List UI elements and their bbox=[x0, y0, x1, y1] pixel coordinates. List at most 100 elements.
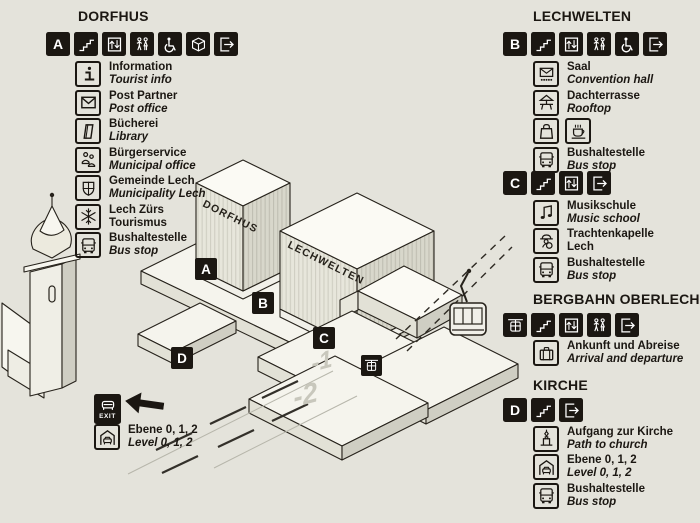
garage-icon bbox=[533, 454, 559, 480]
item-label-en: Post office bbox=[109, 102, 168, 115]
list-item-post: Post Partner Post office bbox=[75, 89, 178, 116]
note-label-de: Ebene 0, 1, 2 bbox=[128, 424, 198, 436]
map-marker-c: C bbox=[313, 327, 335, 349]
exit-icon bbox=[559, 398, 583, 422]
list-item-bus-stop: Bushaltestelle Bus stop bbox=[75, 232, 187, 258]
item-label-de: Bushaltestelle bbox=[567, 482, 645, 495]
church-illustration bbox=[1, 192, 81, 399]
list-item-band: Trachtenkapelle Lech bbox=[533, 228, 654, 254]
item-label-de: Lech Zürs bbox=[109, 203, 164, 216]
map-marker-d: D bbox=[171, 347, 193, 369]
section-title-kirche: KIRCHE bbox=[533, 377, 588, 393]
coffee-icon bbox=[565, 118, 591, 144]
stairs-icon bbox=[531, 313, 555, 337]
item-label-de: Saal bbox=[567, 61, 591, 73]
shopping-bag-icon bbox=[533, 118, 559, 144]
elevator-icon bbox=[559, 313, 583, 337]
elevator-icon bbox=[102, 32, 126, 56]
garage-exit-sign: EXIT bbox=[94, 394, 121, 424]
legend-right-column: LECHWELTEN B Saal Convention hall Dachte… bbox=[503, 0, 700, 523]
lechwelten-icon-row: B bbox=[503, 32, 667, 56]
item-label-en: Bus stop bbox=[109, 245, 159, 257]
item-label-de: Bushaltestelle bbox=[567, 146, 645, 159]
list-item-hall: Saal Convention hall bbox=[533, 61, 653, 87]
list-item-municipality: Gemeinde Lech Municipality Lech bbox=[75, 175, 206, 201]
gondola-icon bbox=[503, 313, 527, 337]
item-label-en: Level 0, 1, 2 bbox=[567, 467, 632, 479]
list-item-bus-stop: Bushaltestelle Bus stop bbox=[533, 256, 645, 283]
map-level-note: Ebene 0, 1, 2 Level 0, 1, 2 bbox=[94, 424, 198, 450]
marker-a-icon: A bbox=[46, 32, 70, 56]
item-label-de: Bücherei bbox=[109, 118, 159, 130]
package-icon bbox=[186, 32, 210, 56]
exit-arrow-icon bbox=[125, 392, 165, 414]
list-item-shops-cafe bbox=[533, 118, 591, 144]
item-label-de: Aufgang zur Kirche bbox=[567, 425, 674, 438]
list-item-tourism: Lech Zürs Tourismus bbox=[75, 203, 167, 230]
wc-icon bbox=[587, 32, 611, 56]
bus-icon bbox=[533, 146, 559, 173]
stairs-icon bbox=[531, 171, 555, 195]
bergbahn-icon-row bbox=[503, 313, 639, 337]
kirche-icon-row: D bbox=[503, 398, 583, 422]
car-icon bbox=[101, 400, 114, 410]
section-title-lechwelten: LECHWELTEN bbox=[533, 8, 632, 24]
item-label-de: Dachterrasse bbox=[567, 89, 640, 102]
item-label-en: Rooftop bbox=[567, 102, 612, 115]
gondola-illustration bbox=[395, 235, 513, 352]
level-label-minus-2: -2 bbox=[291, 375, 320, 414]
accessible-icon bbox=[615, 32, 639, 56]
stairs-icon bbox=[531, 398, 555, 422]
list-item-library: Bücherei Library bbox=[75, 118, 158, 144]
church-icon bbox=[533, 425, 559, 452]
citizens-icon bbox=[75, 146, 101, 173]
wc-icon bbox=[587, 313, 611, 337]
dorfhus-icon-row: A bbox=[46, 32, 238, 56]
marker-c-icon: C bbox=[503, 171, 527, 195]
convention-hall-icon bbox=[533, 61, 559, 87]
map-marker-a: A bbox=[195, 258, 217, 280]
list-item-citizens-office: Bürgerservice Municipal office bbox=[75, 146, 196, 173]
elevator-icon bbox=[559, 171, 583, 195]
exit-icon bbox=[587, 171, 611, 195]
list-item-church-path: Aufgang zur Kirche Path to church bbox=[533, 425, 674, 452]
exit-label: EXIT bbox=[99, 412, 116, 420]
exit-icon bbox=[214, 32, 238, 56]
item-label-de: Musikschule bbox=[567, 199, 637, 212]
snowflake-icon bbox=[75, 203, 101, 230]
item-label-de: Bushaltestelle bbox=[109, 232, 187, 244]
item-label-en: Bus stop bbox=[567, 495, 617, 508]
list-item-bus-stop: Bushaltestelle Bus stop bbox=[533, 146, 645, 173]
bus-icon bbox=[75, 232, 101, 258]
crest-icon bbox=[75, 175, 101, 201]
list-item-music-school: Musikschule Music school bbox=[533, 199, 640, 226]
section-title-bergbahn: BERGBAHN OBERLECH bbox=[533, 291, 700, 307]
item-label-en: Municipal office bbox=[109, 159, 196, 172]
info-icon bbox=[75, 61, 101, 87]
item-label-de: Ankunft und Abreise bbox=[567, 340, 680, 352]
mail-icon bbox=[75, 89, 101, 116]
exit-icon bbox=[615, 313, 639, 337]
road-markings bbox=[127, 370, 358, 475]
stairs-icon bbox=[74, 32, 98, 56]
note-label-en: Level 0, 1, 2 bbox=[128, 437, 193, 449]
stairs-icon bbox=[531, 32, 555, 56]
item-label-de2: Tourismus bbox=[109, 216, 167, 229]
wc-icon bbox=[130, 32, 154, 56]
item-label-de: Information bbox=[109, 61, 173, 73]
level-label-minus-1: -1 bbox=[309, 345, 334, 378]
item-label-en: Arrival and departure bbox=[567, 353, 684, 365]
item-label-de: Post Partner bbox=[109, 89, 178, 102]
list-item-bus-stop: Bushaltestelle Bus stop bbox=[533, 482, 645, 509]
bus-icon bbox=[533, 482, 559, 509]
suitcase-icon bbox=[533, 340, 559, 366]
item-label-en: Library bbox=[109, 131, 148, 143]
item-label-en: Convention hall bbox=[567, 74, 654, 86]
section-title-dorfhus: DORFHUS bbox=[78, 8, 149, 24]
item-label-en: Municipality Lech bbox=[109, 188, 206, 200]
item-label-en: Music school bbox=[567, 212, 640, 225]
elevator-icon bbox=[559, 32, 583, 56]
legend-left-column: DORFHUS A Information Tourist info Post … bbox=[46, 0, 256, 523]
